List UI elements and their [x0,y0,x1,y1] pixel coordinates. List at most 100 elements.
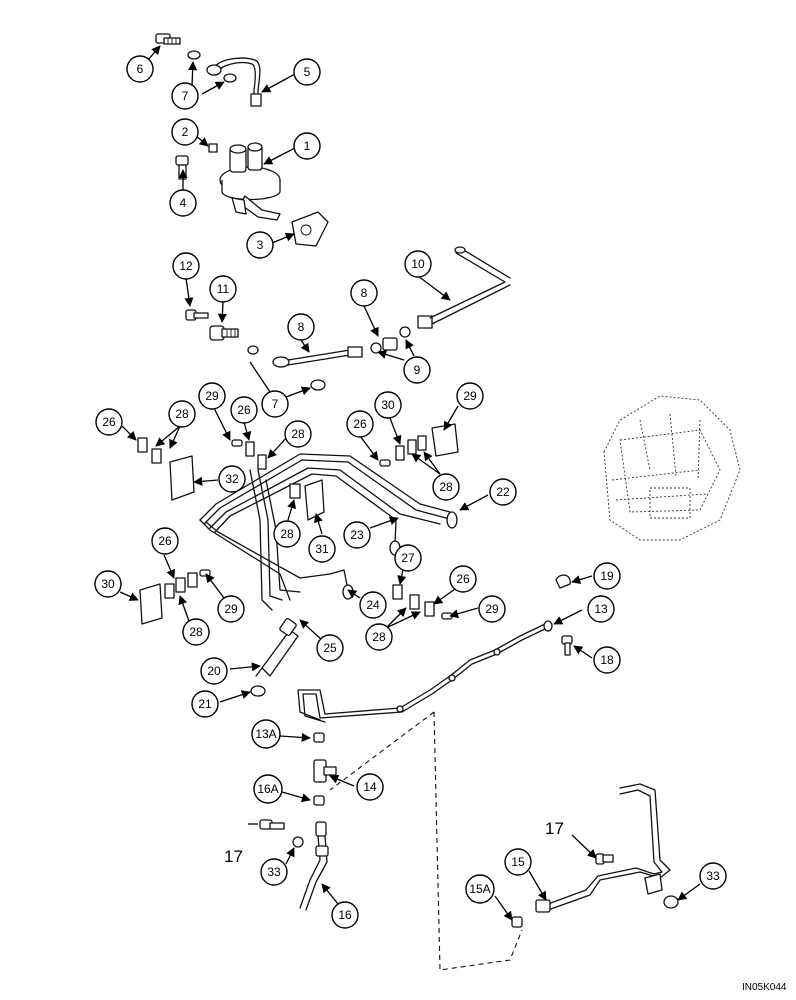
callout-circle [293,132,321,160]
callout-31: 31 [308,535,336,563]
callout-circle [456,382,484,410]
dashed-connection-2 [329,711,435,791]
callout-circle [404,250,432,278]
callout-16: 16 [331,901,359,929]
tee-fitting-part-14 [313,759,337,783]
fuel-line-part-5 [206,57,262,107]
callout-circle [293,58,321,86]
bolt-part-18 [561,635,573,656]
callout-26: 26 [230,396,258,424]
callout-number: 18 [600,653,614,667]
callout-number: 28 [291,427,305,441]
callout-circle [699,862,727,890]
clip-parts-upper-right [379,435,427,467]
callout-number: 12 [179,259,193,273]
callout-circle [230,396,258,424]
callout-circle [218,465,246,493]
callout-circle [273,520,301,548]
callout-circle [316,634,344,662]
nut-part-16a [313,795,325,806]
washer-part-21 [250,685,266,697]
callout-circle [209,275,237,303]
callout-circle [365,623,393,651]
fuel-line-part-8b [417,246,511,329]
callout-25: 25 [316,634,344,662]
callout-circle [465,874,495,904]
callout-number: 26 [237,403,251,417]
clamp-part-19 [555,574,571,589]
bracket-part-31 [304,479,325,521]
drain-line-part-16 [299,821,329,911]
washer-part-7a [187,50,201,60]
callout-28: 28 [365,623,393,651]
callout-number: 27 [401,551,415,565]
callout-number: 13A [255,727,276,741]
callout-number: 16 [338,908,352,922]
callout-circle [182,618,210,646]
callout-circle [308,535,336,563]
callout-28: 28 [182,618,210,646]
callout-number: 24 [366,598,380,612]
callout-number: 11 [217,282,230,296]
nut-part-15a [511,916,523,928]
callout-16a: 16A [253,774,283,804]
callout-number: 14 [363,780,377,794]
callout-number: 29 [463,389,477,403]
callout-number: 15A [469,882,490,896]
callout-number: 9 [414,363,421,377]
callout-21: 21 [191,690,219,718]
callout-circle [251,719,281,749]
callout-number: 3 [257,238,264,252]
clip-parts-lower-right [392,584,453,620]
callout-33: 33 [260,858,288,886]
callout-number: 29 [205,389,219,403]
callout-33: 33 [699,862,727,890]
callout-number: 25 [323,641,337,655]
callout-26: 26 [151,527,179,555]
callout-circle [200,657,228,685]
callout-number: 33 [706,869,720,883]
washer-part-7d [310,379,326,391]
callout-30: 30 [94,570,122,598]
bracket-part-30b [139,583,163,625]
callout-number: 15 [511,855,525,869]
callout-circle [593,646,621,674]
callout-number: 10 [411,257,425,271]
callout-19: 19 [593,562,621,590]
bolt-part-4 [175,155,189,180]
callout-circle [432,473,460,501]
callout-8: 8 [350,279,378,307]
callout-circle [217,595,245,623]
grommet-part-33a [292,836,304,848]
callout-8: 8 [287,313,315,341]
callout-13: 13 [587,595,615,623]
callout-13a: 13A [251,719,281,749]
callout-1: 1 [293,132,321,160]
part-drawings [137,33,741,971]
callout-number: 26 [353,417,367,431]
callout-circle [346,410,374,438]
injector-part-20 [255,617,299,677]
callout-circle [331,901,359,929]
callout-28: 28 [168,400,196,428]
callout-circle [94,570,122,598]
figure-code: IN05K044 [742,982,787,993]
callout-number: 29 [485,602,499,616]
callout-circle [359,591,387,619]
callout-6: 6 [126,55,154,83]
leader-lines [119,45,701,921]
callout-14: 14 [356,773,384,801]
callout-24: 24 [359,591,387,619]
callout-circle [191,690,219,718]
callout-28: 28 [284,420,312,448]
callout-circle [246,231,274,259]
return-line-part-15 [535,783,671,913]
callout-circle [151,527,179,555]
callout-number: 33 [267,865,281,879]
callout-number: 30 [381,398,395,412]
callout-number: 2 [182,125,189,139]
callout-number: 5 [304,65,311,79]
callout-circle [253,774,283,804]
callout-circle [478,595,506,623]
